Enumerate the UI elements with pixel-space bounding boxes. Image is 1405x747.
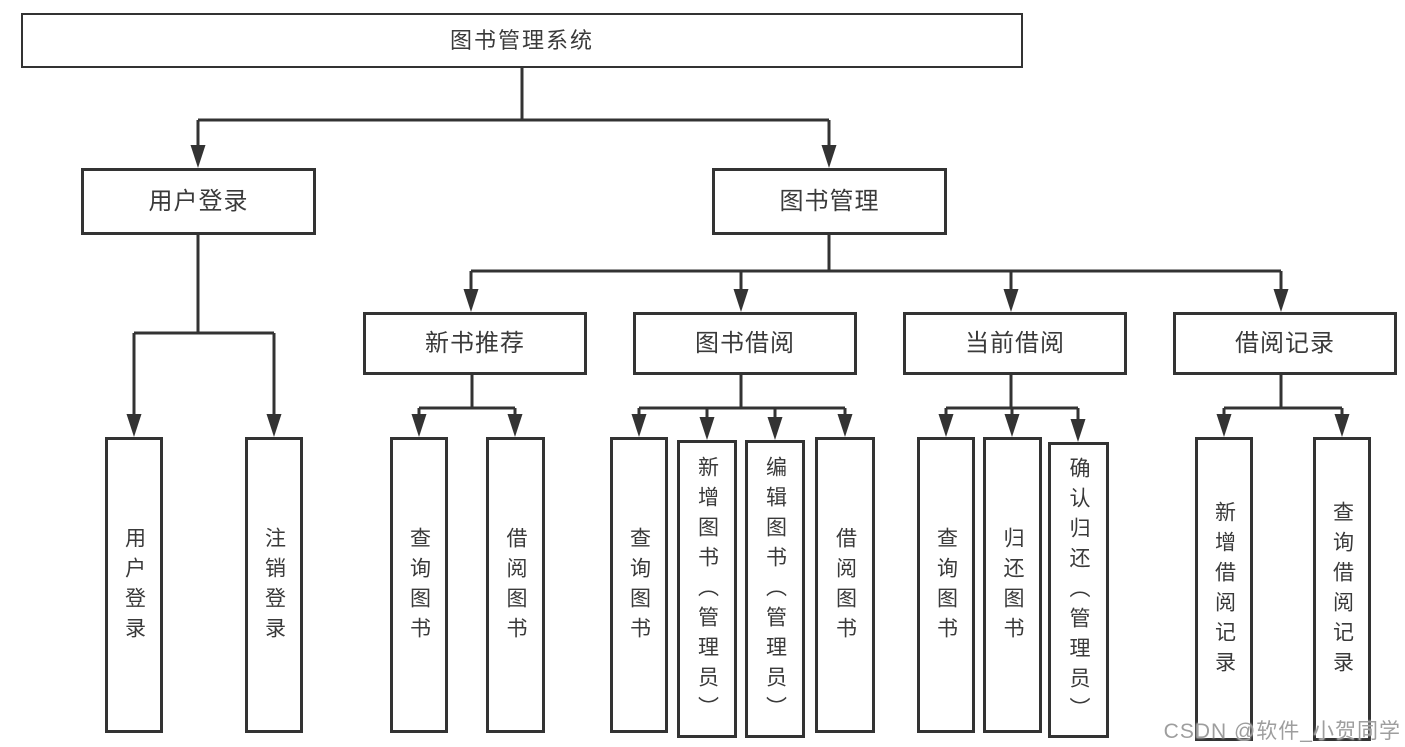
arrowhead-icon [1004, 414, 1020, 437]
arrowhead-icon [1273, 289, 1289, 312]
arrowhead-icon [190, 145, 206, 168]
node-leaf-borrowing-query-books: 查询图书 [610, 437, 668, 733]
arrowhead-icon [1216, 414, 1232, 437]
arrowhead-icon [463, 289, 479, 312]
arrowhead-icon [631, 414, 647, 437]
node-leaf-records-query-record: 查询借阅记录 [1313, 437, 1371, 741]
arrowhead-icon [126, 414, 142, 437]
arrowhead-icon [266, 414, 282, 437]
node-branch-user-login: 用户登录 [81, 168, 316, 235]
node-leaf-current-confirm-admin: 确认归还（管理员） [1048, 442, 1109, 738]
node-leaf-current-return-books: 归还图书 [983, 437, 1042, 733]
node-root-system: 图书管理系统 [21, 13, 1023, 68]
node-leaf-newbook-query-books: 查询图书 [390, 437, 448, 733]
node-leaf-logout: 注销登录 [245, 437, 303, 733]
arrowhead-icon [837, 414, 853, 437]
arrowhead-icon [507, 414, 523, 437]
arrowhead-icon [1003, 289, 1019, 312]
node-leaf-borrowing-borrow-books: 借阅图书 [815, 437, 875, 733]
node-module-book-borrowing: 图书借阅 [633, 312, 857, 375]
node-leaf-records-add-record: 新增借阅记录 [1195, 437, 1253, 741]
arrowhead-icon [1070, 419, 1086, 442]
node-leaf-user-login: 用户登录 [105, 437, 163, 733]
node-leaf-current-query-books: 查询图书 [917, 437, 975, 733]
arrowhead-icon [1334, 414, 1350, 437]
node-branch-book-management: 图书管理 [712, 168, 947, 235]
node-module-current-borrowing: 当前借阅 [903, 312, 1127, 375]
node-leaf-borrowing-add-book-admin: 新增图书（管理员） [677, 440, 737, 738]
arrowhead-icon [938, 414, 954, 437]
node-leaf-newbook-borrow-books: 借阅图书 [486, 437, 545, 733]
arrowhead-icon [733, 289, 749, 312]
arrowhead-icon [411, 414, 427, 437]
node-module-new-book-recommend: 新书推荐 [363, 312, 587, 375]
node-leaf-borrowing-edit-book-admin: 编辑图书（管理员） [745, 440, 805, 738]
arrowhead-icon [699, 417, 715, 440]
watermark: CSDN @软件_小贺同学 [1163, 720, 1401, 743]
node-module-borrowing-records: 借阅记录 [1173, 312, 1397, 375]
arrowhead-icon [767, 417, 783, 440]
arrowhead-icon [821, 145, 837, 168]
